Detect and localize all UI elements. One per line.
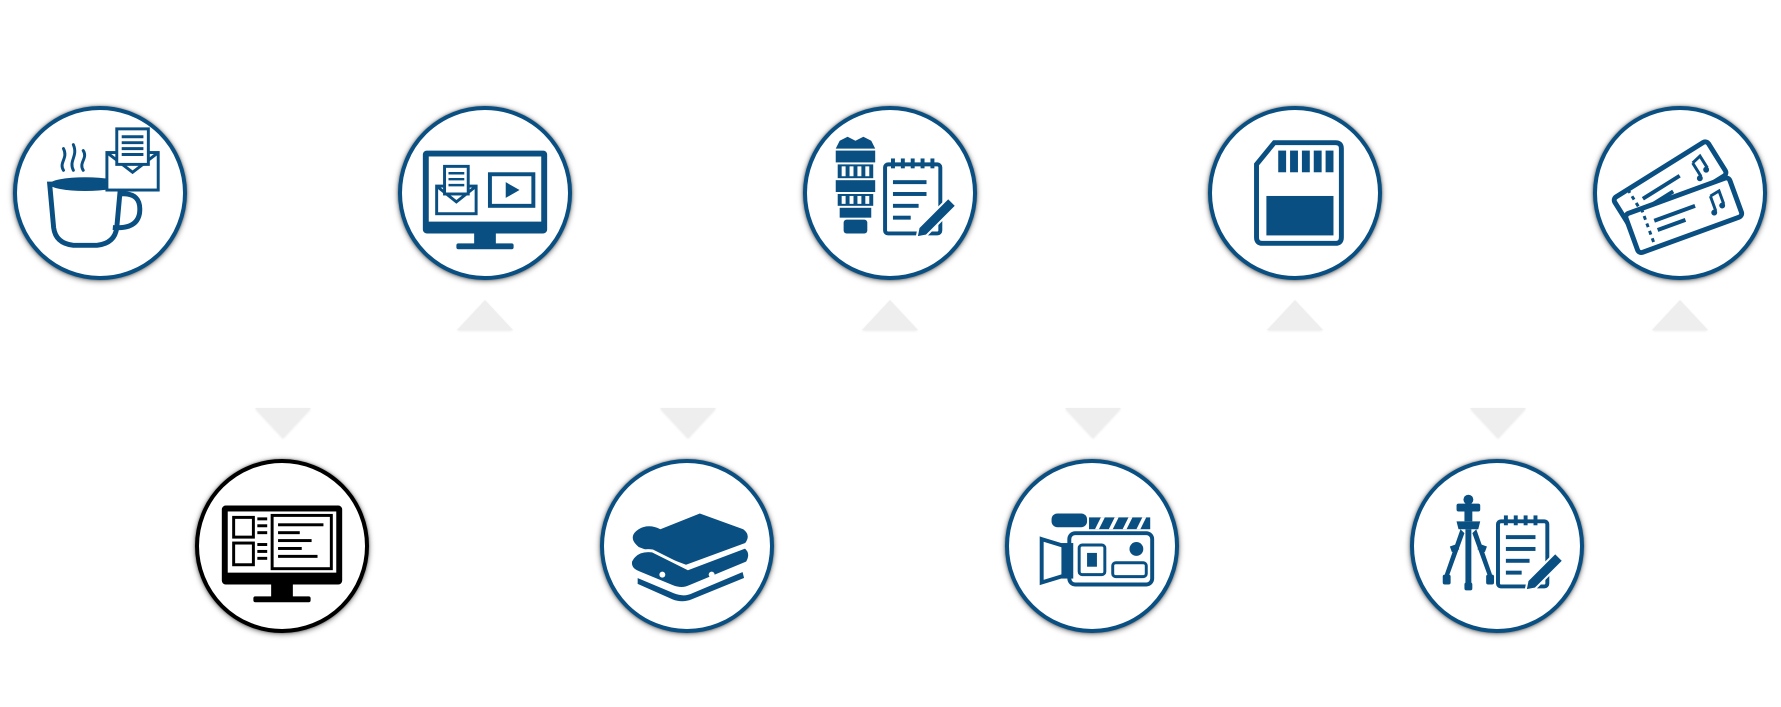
step-6-pointer bbox=[1065, 408, 1121, 438]
step-2-circle bbox=[195, 459, 369, 633]
step-8-circle bbox=[1410, 459, 1584, 633]
envelope-letter-icon bbox=[105, 127, 160, 192]
computer-monitor-icon bbox=[422, 150, 548, 250]
step-7-circle bbox=[1208, 106, 1382, 280]
notepad-pencil-icon bbox=[1496, 515, 1565, 592]
music-tickets-icon bbox=[1611, 139, 1745, 255]
step-9-pointer bbox=[1652, 300, 1708, 330]
sandwich-icon bbox=[628, 513, 752, 604]
coffee-cup-icon bbox=[46, 127, 160, 248]
notepad-pencil-icon bbox=[883, 158, 958, 239]
step-8-pointer bbox=[1470, 408, 1526, 438]
computer-monitor-icon bbox=[221, 505, 343, 603]
step-1-circle bbox=[13, 106, 187, 280]
sd-card-icon bbox=[1254, 140, 1344, 246]
step-7-pointer bbox=[1267, 300, 1323, 330]
step-4-circle bbox=[600, 459, 774, 633]
tripod-icon bbox=[1442, 494, 1565, 592]
camera-lens-icon bbox=[835, 136, 958, 239]
step-6-circle bbox=[1005, 459, 1179, 633]
step-3-circle bbox=[398, 106, 572, 280]
clapperboard-icon bbox=[1089, 517, 1151, 530]
envelope-letter-icon bbox=[435, 164, 478, 216]
video-play-icon bbox=[487, 172, 536, 208]
document-layout-icon bbox=[232, 513, 333, 571]
step-2-pointer bbox=[255, 408, 311, 438]
step-9-circle bbox=[1593, 106, 1767, 280]
step-5-circle bbox=[803, 106, 977, 280]
video-camera-icon bbox=[1039, 513, 1155, 587]
step-4-pointer bbox=[660, 408, 716, 438]
step-5-pointer bbox=[862, 300, 918, 330]
step-3-pointer bbox=[457, 300, 513, 330]
